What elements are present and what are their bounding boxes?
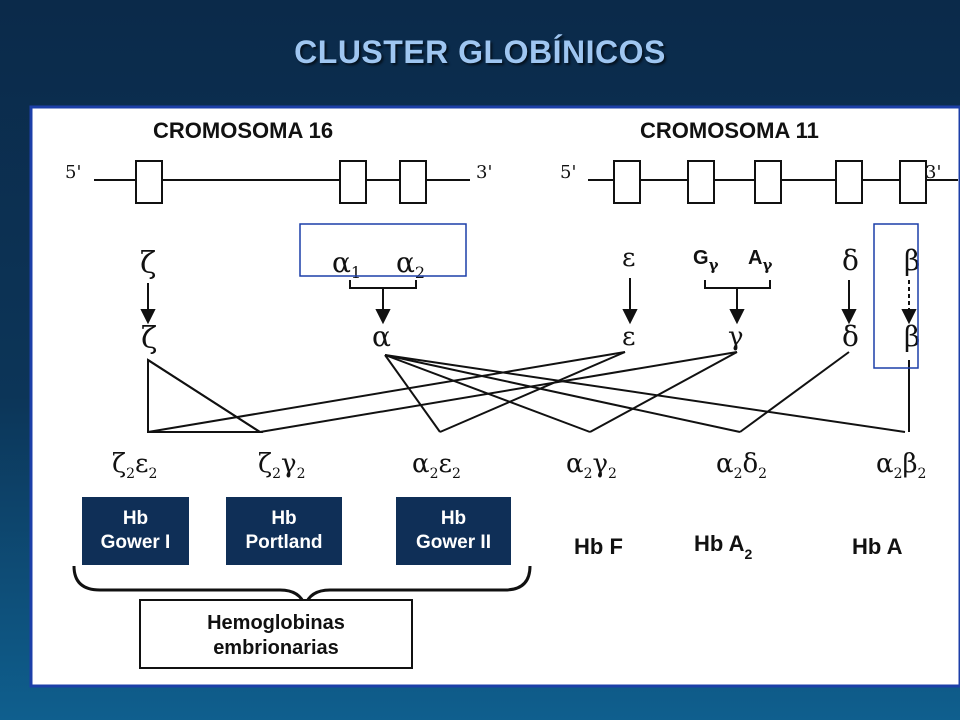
chromosome-11-label: CROMOSOMA 11 xyxy=(640,118,819,143)
embryonic-label-line2: embrionarias xyxy=(213,637,339,659)
gene-g-gamma-box xyxy=(687,160,715,204)
hb-gower-2-line1: Hb xyxy=(440,508,467,529)
chain-delta: δ xyxy=(842,320,859,353)
gene-beta-box xyxy=(899,160,927,204)
hb-gower-1-line2: Gower I xyxy=(100,532,171,553)
gene-delta-box xyxy=(835,160,863,204)
gene-delta: δ xyxy=(842,244,859,277)
hb-f-label: Hb F xyxy=(574,534,623,559)
chromosome-16-strand: 5' 3' xyxy=(65,160,492,204)
tetramer-zeta2-epsilon2: ζ2ε2 xyxy=(112,449,157,482)
hb-portland-line2: Portland xyxy=(245,532,323,553)
hb-gower-2-line2: Gower II xyxy=(416,532,491,553)
chr11-5prime: 5' xyxy=(560,162,576,183)
hb-portland-line1: Hb xyxy=(271,508,297,529)
gene-beta: β xyxy=(904,244,920,277)
gene-alpha1-box xyxy=(339,160,367,204)
gene-epsilon: ε xyxy=(622,243,635,273)
gene-zeta-box xyxy=(135,160,163,204)
hb-a-label: Hb A xyxy=(852,534,903,559)
chr16-5prime: 5' xyxy=(65,162,81,183)
hb-portland-box: Hb Portland xyxy=(226,497,342,565)
beta-highlight-box xyxy=(873,223,919,369)
hb-gower-1-line1: Hb xyxy=(122,508,149,529)
gene-a-gamma-box xyxy=(754,160,782,204)
chain-alpha: α xyxy=(372,320,391,353)
slide-title: CLUSTER GLOBÍNICOS xyxy=(294,34,666,70)
tetramer-alpha2-delta2: α2δ2 xyxy=(716,449,767,482)
chain-epsilon: ε xyxy=(622,322,635,352)
chromosome-16-label: CROMOSOMA 16 xyxy=(153,118,333,143)
hb-gower-1-box: Hb Gower I xyxy=(82,497,189,565)
chain-symbols: ζ α ε γ δ β xyxy=(141,320,920,356)
embryonic-box xyxy=(139,599,413,669)
chr11-3prime: 3' xyxy=(925,162,941,183)
gene-epsilon-box xyxy=(613,160,641,204)
combination-lines xyxy=(147,351,910,433)
chromosome-11-strand: 5' 3' xyxy=(560,160,958,204)
chain-zeta: ζ xyxy=(141,321,157,356)
gene-alpha2-box xyxy=(399,160,427,204)
chain-gamma: γ xyxy=(728,322,744,352)
gene-zeta: ζ xyxy=(140,246,156,281)
hb-gower-2-box: Hb Gower II xyxy=(396,497,511,565)
embryonic-label-line1: Hemoglobinas xyxy=(207,612,345,634)
chain-beta: β xyxy=(904,320,920,353)
chr16-3prime: 3' xyxy=(476,162,492,183)
arrows xyxy=(140,278,917,325)
alpha-highlight-box xyxy=(299,223,467,277)
